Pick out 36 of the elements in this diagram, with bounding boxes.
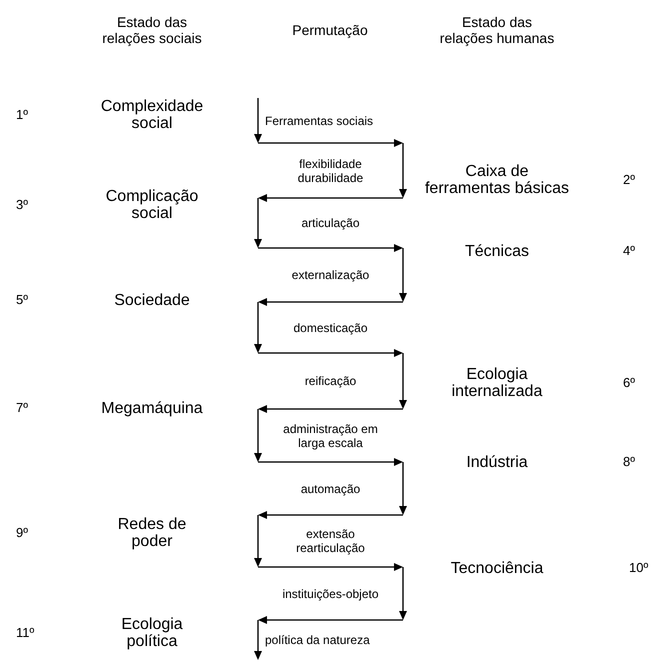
stage-text: Técnicas [464,242,530,260]
ordinal-number: 6º [623,375,635,390]
stage-text: Ecologia política [120,616,184,650]
ordinal-number: 9º [16,525,28,540]
ordinal-number: 5º [16,292,28,307]
permutation-text: externalização [292,268,370,282]
permutation-text: flexibilidade durabilidade [296,156,364,184]
column-header: Permutação [291,22,369,38]
permutation-text: instituições-objeto [282,586,379,600]
permutation-text: administração em larga escala [283,422,378,450]
stage-text: Tecnociência [450,560,544,576]
permutation-text: domesticação [293,320,368,334]
ordinal-number: 3º [16,197,28,212]
permutation-text: Ferramentas sociais [265,114,374,128]
permutation-text: extensão rearticulação [295,527,366,555]
ordinal-number: 1º [16,107,28,122]
stage-text: Caixa de ferramentas básicas [424,163,570,197]
stage-text: Complicação social [104,188,200,222]
ordinal-number: 2º [623,172,635,187]
ordinal-number: 7º [16,400,28,415]
permutation-text: articulação [301,216,360,230]
ordinal-number: 4º [623,243,635,258]
ordinal-number: 10º [629,560,648,575]
permutation-text: reificação [304,374,356,388]
stage-text: Sociedade [114,292,190,308]
stage-text: Megamáquina [101,400,203,416]
stage-text: Redes de poder [116,516,188,550]
ordinal-number: 8º [623,454,635,469]
ordinal-number: 11º [16,625,34,640]
stage-text: Complexidade social [100,98,204,132]
column-header: Estado das relações sociais [101,14,203,46]
permutation-text: automação [300,482,360,496]
permutation-text: política da natureza [265,633,370,647]
stage-text: Indústria [466,454,528,470]
column-header: Estado das relações humanas [438,14,556,46]
stage-text: Ecologia internalizada [450,366,544,400]
